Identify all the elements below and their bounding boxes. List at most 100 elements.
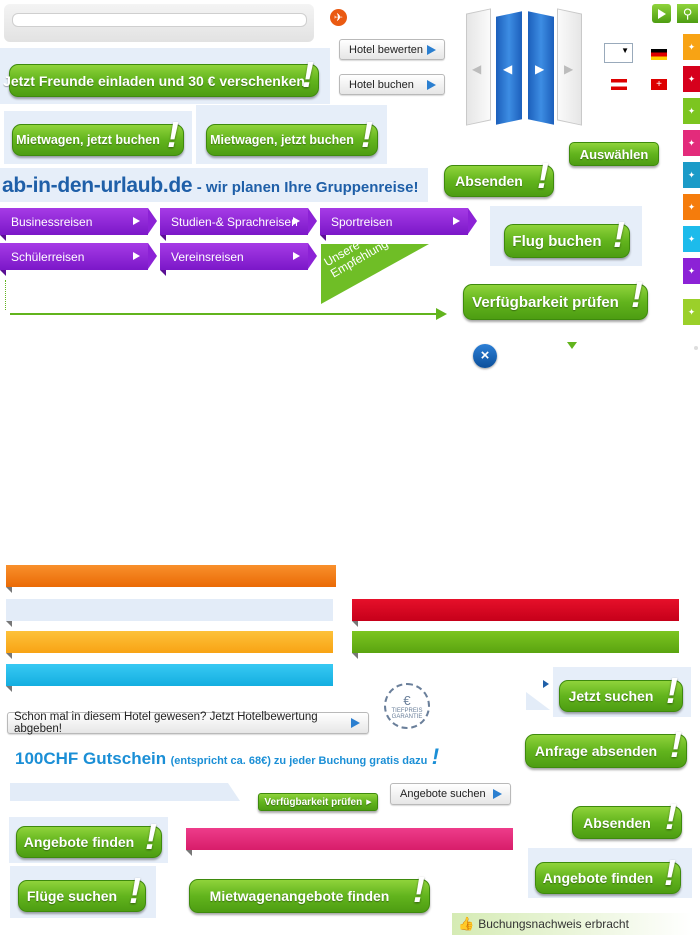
absenden-label-1: Absenden [455, 173, 523, 189]
exclamation-icon: ! [302, 54, 314, 95]
tiefpreis-badge: € TIEFPREIS GARANTIE [384, 683, 430, 729]
exclamation-icon: ! [167, 114, 179, 155]
flag-switzerland-icon[interactable]: + [651, 79, 667, 90]
brand-domain: ab-in-den-urlaub.de [2, 174, 193, 197]
hotel-bewertung-label: Schon mal in diesem Hotel gewesen? Jetzt… [14, 711, 318, 735]
play-arrow-icon [351, 718, 360, 728]
side-tab[interactable]: ✦ [683, 299, 700, 325]
flug-buchen-button[interactable]: Flug buchen ! [504, 217, 630, 258]
mietwagen-button-1[interactable]: Mietwagen, jetzt buchen ! [12, 117, 184, 156]
exclamation-icon: ! [361, 114, 373, 155]
absenden-button-2[interactable]: Absenden ! [572, 799, 682, 839]
flag-austria-icon[interactable] [611, 79, 627, 90]
play-arrow-icon [293, 252, 300, 260]
tab-studien-sprachreisen[interactable]: Studien-& Sprachreisen [160, 208, 317, 241]
light-blue-tag [10, 783, 240, 801]
hotel-buchen-label: Hotel buchen [349, 78, 414, 91]
green-bar [352, 631, 679, 659]
side-tab[interactable]: ✦ [683, 66, 700, 92]
cyan-bar [6, 664, 333, 692]
fluege-suchen-label: Flüge suchen [26, 888, 118, 904]
arrow-right-icon [436, 308, 447, 320]
angebote-finden-button-1[interactable]: Angebote finden ! [16, 819, 162, 858]
play-arrow-icon [453, 217, 460, 225]
flug-buchen-label: Flug buchen [512, 232, 602, 250]
side-tab[interactable]: ✦ [683, 226, 700, 252]
light-blue-bar [6, 599, 333, 627]
auswaehlen-label: Auswählen [579, 146, 649, 162]
scroll-indicator [694, 346, 698, 350]
tab-sportreisen[interactable]: Sportreisen [320, 208, 477, 241]
mietwagenangebote-label: Mietwagenangebote finden [209, 888, 390, 904]
flag-germany-icon[interactable] [651, 49, 667, 60]
arrow-left-icon: ◀ [472, 62, 482, 76]
absenden-button-1[interactable]: Absenden ! [444, 158, 554, 197]
exclamation-icon: ! [431, 744, 440, 769]
verfuegbarkeit-button-small[interactable]: Verfügbarkeit prüfen ▶ [258, 793, 378, 811]
exclamation-icon: ! [129, 870, 141, 911]
exclamation-icon: ! [665, 796, 677, 837]
hotel-buchen-button[interactable]: Hotel buchen [339, 74, 445, 95]
hotel-bewerten-label: Hotel bewerten [349, 43, 423, 56]
jetzt-suchen-label: Jetzt suchen [568, 688, 654, 704]
exclamation-icon: ! [145, 816, 157, 857]
fold-corner [526, 692, 550, 710]
tiefpreis-label: TIEFPREIS GARANTIE [391, 707, 423, 720]
gutschein-banner: 100CHF Gutschein (entspricht ca. 68€) zu… [15, 744, 439, 770]
side-tab[interactable]: ✦ [683, 194, 700, 220]
exclamation-icon: ! [613, 214, 625, 255]
tab-label: Schülerreisen [11, 249, 85, 264]
close-icon[interactable]: × [473, 344, 497, 368]
play-icon[interactable] [652, 4, 671, 23]
side-tab[interactable]: ✦ [683, 162, 700, 188]
play-arrow-icon [133, 217, 140, 225]
yellow-bar [6, 631, 333, 659]
auswaehlen-button[interactable]: Auswählen [569, 142, 659, 166]
invite-friends-button[interactable]: Jetzt Freunde einladen und 30 € verschen… [3, 57, 319, 97]
search-field-inner[interactable] [12, 13, 307, 27]
search-icon[interactable]: ⚲ [677, 4, 698, 23]
mietwagen-button-2[interactable]: Mietwagen, jetzt buchen ! [206, 117, 378, 156]
absenden-label-2: Absenden [583, 814, 651, 831]
hotel-bewerten-button[interactable]: Hotel bewerten [339, 39, 445, 60]
arrow-right-icon [543, 680, 549, 688]
anfrage-absenden-label: Anfrage absenden [534, 743, 658, 759]
play-arrow-icon [427, 79, 436, 90]
chevron-down-icon[interactable] [567, 342, 577, 349]
pink-bar [186, 828, 513, 856]
tab-businessreisen[interactable]: Businessreisen [0, 208, 157, 241]
angebote-suchen-button[interactable]: Angebote suchen [390, 783, 511, 805]
tab-vereinsreisen[interactable]: Vereinsreisen [160, 243, 317, 276]
play-arrow-icon [293, 217, 300, 225]
play-arrow-icon [133, 252, 140, 260]
fluege-suchen-button[interactable]: Flüge suchen ! [18, 873, 146, 912]
jetzt-suchen-button[interactable]: Jetzt suchen ! [559, 673, 683, 712]
side-tab[interactable]: ✦ [683, 130, 700, 156]
side-tab[interactable]: ✦ [683, 98, 700, 124]
verfuegbarkeit-button-large[interactable]: Verfügbarkeit prüfen ! [463, 277, 648, 320]
language-select[interactable]: ▼ [604, 43, 633, 63]
anfrage-absenden-button[interactable]: Anfrage absenden ! [525, 727, 687, 768]
brand-banner [0, 168, 428, 202]
tab-label: Studien-& Sprachreisen [171, 214, 298, 229]
exclamation-icon: ! [664, 852, 676, 893]
angebote-finden-button-2[interactable]: Angebote finden ! [535, 855, 681, 894]
arrow-right-icon: ▶ [535, 62, 545, 76]
verfuegbarkeit-label-small: Verfügbarkeit prüfen [264, 796, 363, 808]
airplane-icon: ✈ [330, 9, 347, 26]
orange-bar [6, 565, 336, 593]
mietwagenangebote-button[interactable]: Mietwagenangebote finden ! [189, 872, 430, 913]
verfuegbarkeit-label-large: Verfügbarkeit prüfen [472, 293, 619, 311]
euro-icon: € [403, 692, 411, 708]
angebote-suchen-label: Angebote suchen [400, 788, 486, 800]
hotel-bewertung-button[interactable]: Schon mal in diesem Hotel gewesen? Jetzt… [7, 711, 369, 735]
side-tab[interactable]: ✦ [683, 258, 700, 284]
brand-slogan: - wir planen Ihre Gruppenreise! [196, 179, 419, 196]
mietwagen-label-1: Mietwagen, jetzt buchen [16, 133, 160, 147]
tab-schuelerreisen[interactable]: Schülerreisen [0, 243, 157, 276]
tab-label: Businessreisen [11, 214, 93, 229]
play-arrow-icon [427, 44, 436, 55]
brand-line: ab-in-den-urlaub.de - wir planen Ihre Gr… [2, 174, 418, 198]
side-tab[interactable]: ✦ [683, 34, 700, 60]
thumbs-up-icon: 👍 [458, 916, 475, 931]
